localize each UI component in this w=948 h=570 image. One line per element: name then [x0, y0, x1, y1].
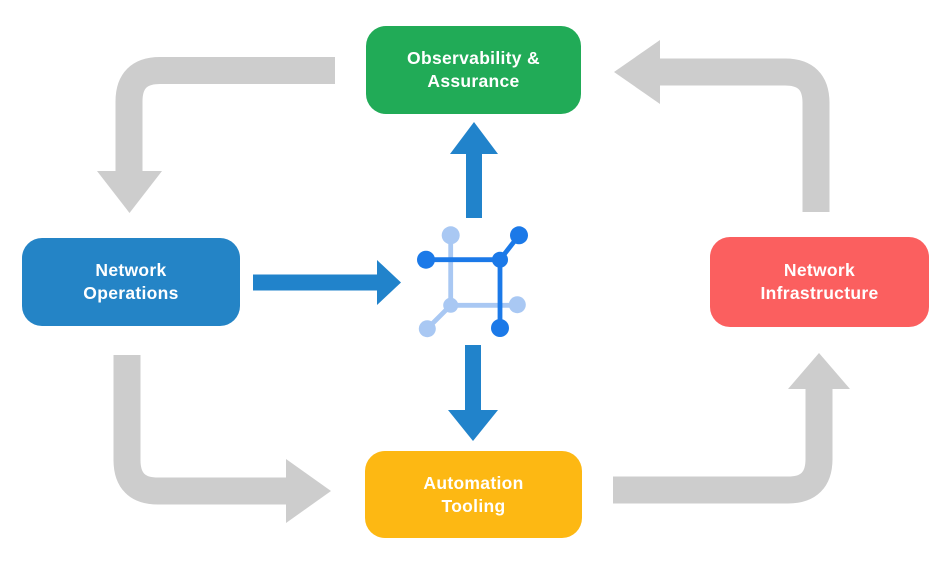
cycle-arrow-infrastructure-to-observability — [614, 40, 830, 212]
node-observability-assurance: Observability & Assurance — [366, 26, 581, 114]
node-label-line: Operations — [83, 283, 179, 303]
cycle-arrow-observability-to-operations — [97, 57, 335, 213]
node-label-line: Network — [95, 260, 167, 280]
cycle-arrow-automation-to-infrastructure — [613, 353, 850, 504]
flow-arrow-center-to-observability — [450, 122, 498, 218]
node-label-line: Network — [783, 260, 856, 280]
node-label-line: Infrastructure — [760, 283, 879, 303]
node-label-line: Assurance — [427, 71, 520, 91]
node-label-line: Automation — [423, 472, 524, 493]
node-label-line: Tooling — [441, 495, 506, 516]
flow-arrow-center-to-automation — [448, 345, 498, 441]
network-mesh-icon-dark-part — [417, 226, 528, 337]
node-label-line: Observability & — [407, 48, 540, 68]
network-mesh-icon — [417, 226, 528, 338]
node-automation-tooling: Automation Tooling — [365, 451, 582, 538]
cycle-arrow-operations-to-automation — [113, 355, 331, 523]
node-network-infrastructure: Network Infrastructure — [710, 237, 929, 327]
flow-arrow-operations-to-center — [253, 260, 401, 305]
node-network-operations: Network Operations — [22, 238, 240, 326]
network-mesh-icon-light-part — [418, 226, 526, 338]
